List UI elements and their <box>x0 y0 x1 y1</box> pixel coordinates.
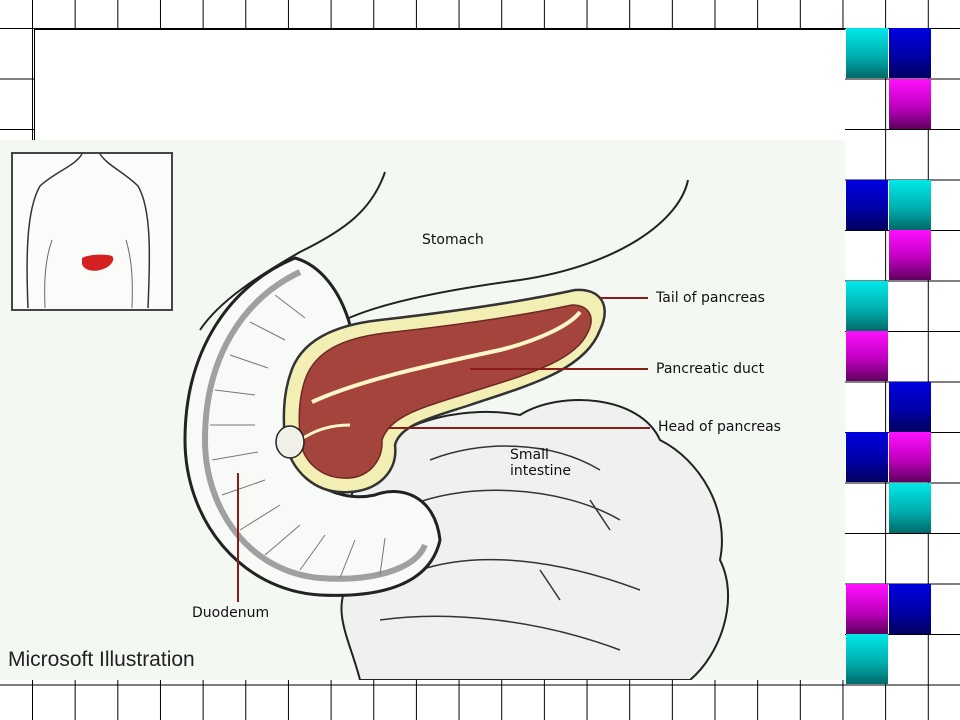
tile <box>846 281 888 331</box>
label-small-intestine-line1: Small <box>510 447 549 463</box>
tile <box>889 382 931 432</box>
tile <box>889 28 931 78</box>
tile <box>889 180 931 230</box>
leader-lines <box>237 297 650 602</box>
tile <box>846 180 888 230</box>
label-stomach: Stomach <box>422 232 484 248</box>
tile <box>846 584 888 634</box>
pancreas-location-marker <box>82 254 114 271</box>
tile <box>889 230 931 280</box>
label-pancreatic-duct: Pancreatic duct <box>656 361 765 377</box>
pancreas-drawing <box>275 288 606 494</box>
tile <box>846 432 888 482</box>
tile <box>889 483 931 533</box>
tile <box>889 79 931 129</box>
slide-title-area <box>34 29 845 140</box>
tile <box>846 634 888 684</box>
pancreas-illustration: Stomach Tail of pancreas Pancreatic duct… <box>0 140 845 680</box>
torso-inset <box>11 152 173 311</box>
illustration-credit: Microsoft Illustration <box>8 648 195 671</box>
tile <box>889 432 931 482</box>
label-duodenum: Duodenum <box>192 605 270 621</box>
label-tail-of-pancreas: Tail of pancreas <box>656 290 765 306</box>
tile <box>846 28 888 78</box>
tile <box>889 584 931 634</box>
label-small-intestine-line2: intestine <box>510 463 572 479</box>
duodenum-drawing <box>183 256 442 597</box>
label-head-of-pancreas: Head of pancreas <box>658 419 781 435</box>
tile <box>846 331 888 381</box>
anatomy-drawing <box>11 152 729 680</box>
